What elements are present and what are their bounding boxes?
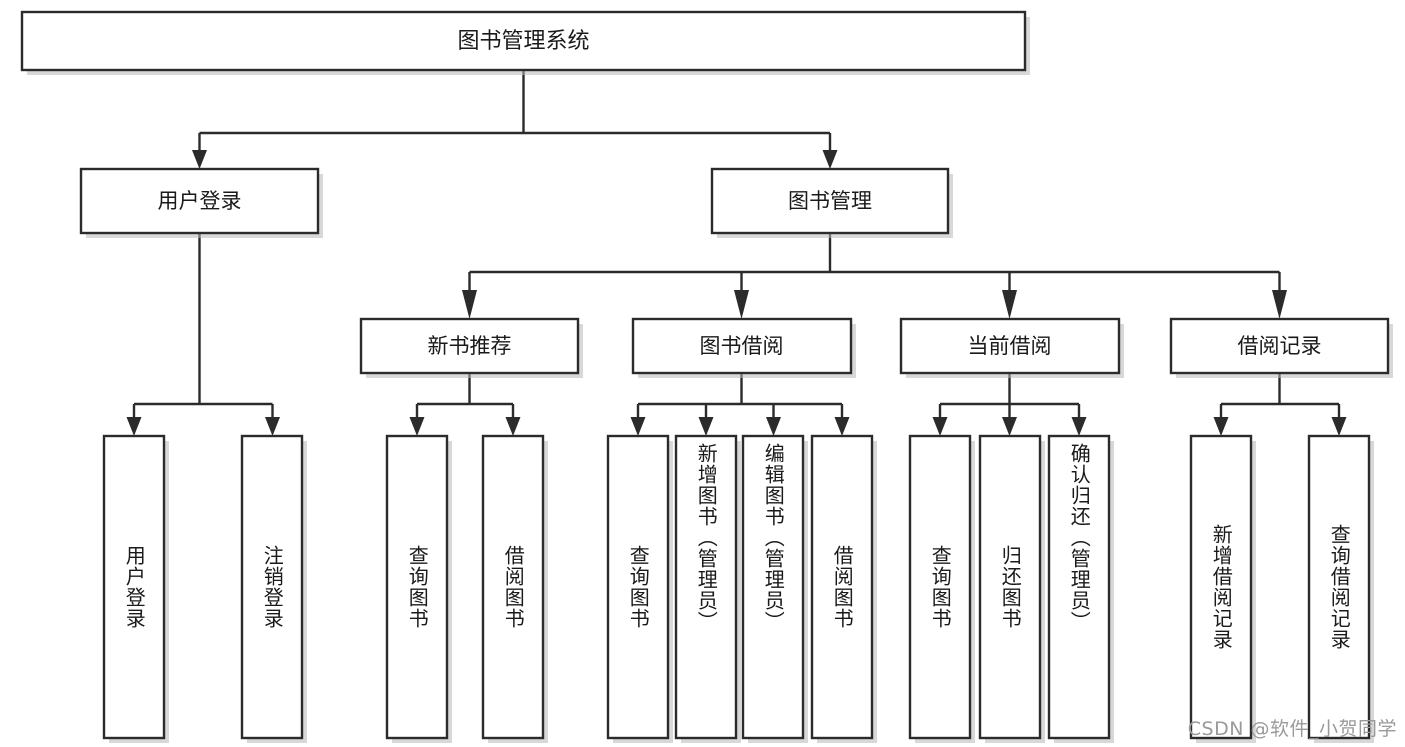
node-book-borrow[interactable]: 图书借阅 <box>631 317 856 378</box>
leaf-box-book-borrow-2[interactable] <box>674 434 741 743</box>
node-current-borrow-label: 当前借阅 <box>968 334 1052 358</box>
node-borrow-record-label: 借阅记录 <box>1238 334 1322 358</box>
leaf-box-user-login-1[interactable] <box>102 434 169 743</box>
leaf-box-current-borrow-2[interactable] <box>978 434 1045 743</box>
leaf-box-new-book-2[interactable] <box>481 434 548 743</box>
node-current-borrow[interactable]: 当前借阅 <box>899 317 1124 378</box>
connector-current-borrow-to-leaves <box>932 373 1087 436</box>
node-new-book-recommend[interactable]: 新书推荐 <box>359 317 583 378</box>
node-root-label: 图书管理系统 <box>457 29 589 54</box>
connector-user-login-to-leaves <box>126 233 280 436</box>
connector-book-manage-to-level3 <box>462 233 1287 319</box>
leaf-box-borrow-record-2[interactable] <box>1307 434 1374 743</box>
connector-borrow-record-to-leaves <box>1213 373 1347 436</box>
node-book-manage-label: 图书管理 <box>788 189 872 213</box>
node-borrow-record[interactable]: 借阅记录 <box>1169 317 1393 378</box>
leaf-box-current-borrow-1[interactable] <box>908 434 975 743</box>
node-user-login[interactable]: 用户登录 <box>79 167 323 238</box>
node-book-borrow-label: 图书借阅 <box>700 334 784 358</box>
node-root[interactable]: 图书管理系统 <box>20 10 1030 75</box>
node-user-login-label: 用户登录 <box>158 189 242 213</box>
watermark: CSDN @软件_小贺同学 <box>1187 718 1397 740</box>
connector-book-borrow-to-leaves <box>630 373 850 436</box>
leaf-box-new-book-1[interactable] <box>385 434 452 743</box>
connector-new-book-to-leaves <box>409 373 521 436</box>
connector-root-to-level2 <box>192 70 838 169</box>
leaf-box-borrow-record-1[interactable] <box>1189 434 1256 743</box>
leaf-box-user-login-2[interactable] <box>240 434 307 743</box>
leaf-box-book-borrow-3[interactable] <box>741 434 808 743</box>
leaf-box-book-borrow-1[interactable] <box>606 434 673 743</box>
leaf-box-book-borrow-4[interactable] <box>810 434 877 743</box>
node-new-book-recommend-label: 新书推荐 <box>428 334 512 358</box>
leaf-box-current-borrow-3[interactable] <box>1047 434 1114 743</box>
node-book-manage[interactable]: 图书管理 <box>710 167 953 238</box>
